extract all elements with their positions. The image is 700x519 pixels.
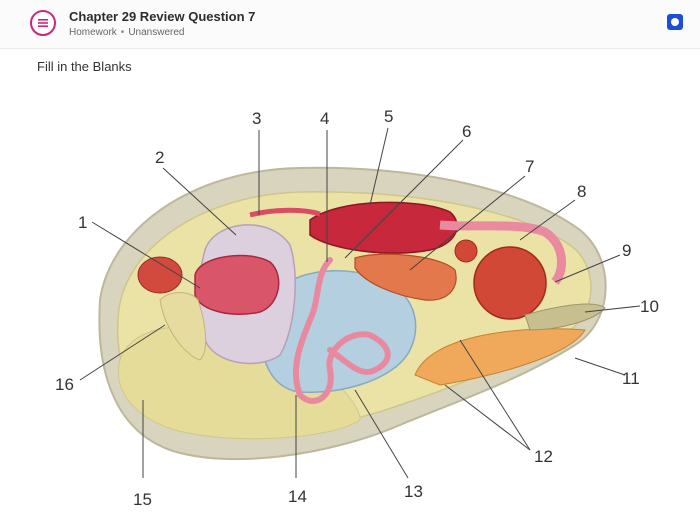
label-13: 13 [404, 482, 423, 501]
label-11: 11 [622, 369, 640, 388]
gills [414, 328, 586, 386]
label-2: 2 [155, 148, 164, 167]
question-title: Chapter 29 Review Question 7 [69, 9, 256, 24]
label-15: 15 [133, 490, 152, 509]
clam-anatomy-diagram: 1 2 3 4 5 6 7 8 9 10 11 12 13 14 15 16 [55, 107, 659, 509]
intestine [292, 257, 391, 404]
question-header: Chapter 29 Review Question 7 Homework•Un… [0, 0, 700, 49]
label-7: 7 [525, 157, 534, 176]
answer-status: Unanswered [128, 27, 185, 38]
label-8: 8 [577, 182, 586, 201]
aorta [249, 207, 321, 218]
question-meta: Homework•Unanswered [69, 27, 184, 38]
question-list-icon[interactable] [30, 10, 56, 36]
heart [309, 201, 458, 254]
posterior-aorta [439, 220, 567, 285]
label-5: 5 [384, 107, 393, 126]
instructions-text: Fill in the Blanks [37, 59, 132, 74]
siphon [524, 303, 606, 331]
small-muscle [454, 239, 478, 263]
label-1: 1 [78, 213, 87, 232]
stomach [194, 254, 280, 315]
posterior-adductor [473, 246, 547, 320]
anterior-adductor [137, 256, 183, 294]
label-16: 16 [55, 375, 74, 394]
label-4: 4 [320, 109, 329, 128]
status-indicator-icon[interactable] [667, 14, 683, 30]
kidney [354, 253, 457, 301]
label-3: 3 [252, 109, 261, 128]
leader-lines [79, 127, 641, 479]
labial-palp [159, 292, 207, 361]
assignment-type: Homework [69, 27, 117, 38]
label-14: 14 [288, 487, 307, 506]
label-10: 10 [640, 297, 659, 316]
label-6: 6 [462, 122, 471, 141]
label-9: 9 [622, 241, 631, 260]
separator-dot: • [120, 27, 125, 38]
label-12: 12 [534, 447, 553, 466]
